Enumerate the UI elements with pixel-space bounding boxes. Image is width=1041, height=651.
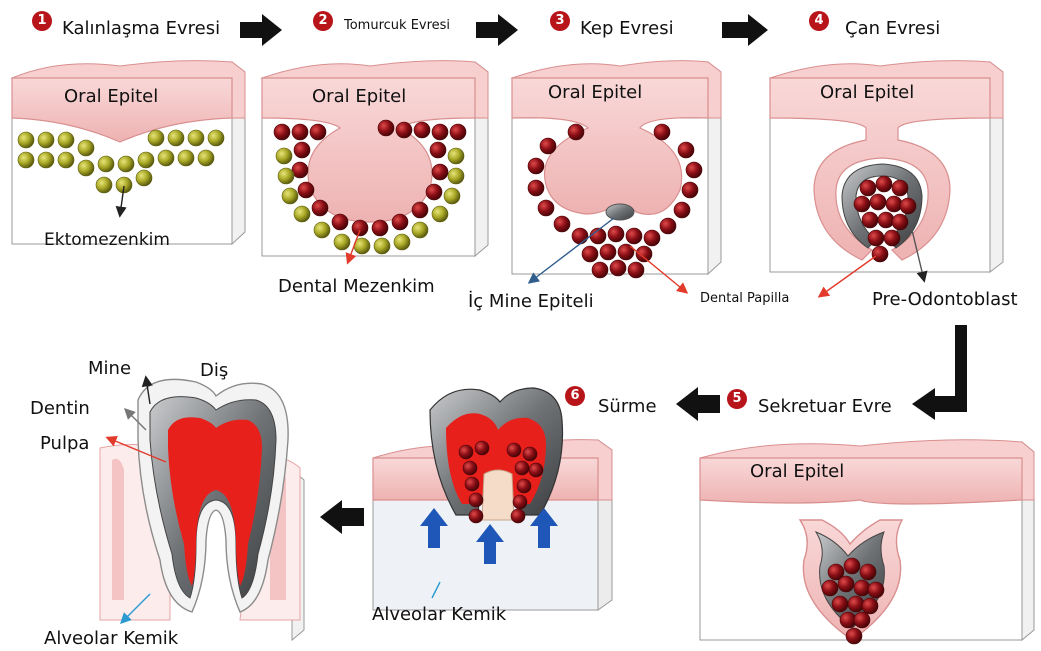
dentin-label: Dentin (30, 398, 90, 419)
stage-arrow-5-6 (676, 387, 720, 421)
pre-odontoblast-label: Pre-Odontoblast (872, 289, 1018, 310)
stage-4-oral-epitel-label: Oral Epitel (820, 82, 914, 103)
stage-arrow-3-4 (722, 14, 768, 46)
stage-1-oral-epitel-label: Oral Epitel (64, 86, 158, 107)
stage-3-oral-epitel-label: Oral Epitel (548, 82, 642, 103)
stage-arrow-2-3 (476, 14, 518, 46)
stage-1-title: Kalınlaşma Evresi (62, 18, 220, 39)
stage-6-block (373, 388, 612, 610)
mine-label: Mine (88, 358, 131, 379)
stage-2-badge: 2 (313, 11, 333, 31)
stage-4-title: Çan Evresi (845, 18, 940, 39)
ektomezenkim-label: Ektomezenkim (44, 230, 170, 250)
stage-4-badge: 4 (809, 11, 829, 31)
alveolar-kemik-label-6: Alveolar Kemik (372, 604, 506, 625)
erupted-tooth-block (100, 378, 304, 640)
stage-5-oral-epitel-label: Oral Epitel (750, 461, 844, 482)
stage-3-title: Kep Evresi (580, 18, 674, 39)
stage-6-badge: 6 (565, 386, 585, 406)
ic-mine-epiteli-label: İç Mine Epiteli (468, 291, 594, 312)
stage-5-title: Sekretuar Evre (758, 396, 892, 417)
stage-2-title: Tomurcuk Evresi (344, 18, 450, 33)
pulpa-label: Pulpa (40, 433, 89, 454)
dental-papilla-label: Dental Papilla (700, 291, 789, 306)
dental-mezenkim-label: Dental Mezenkim (278, 276, 435, 297)
stage-2-oral-epitel-label: Oral Epitel (312, 86, 406, 107)
stage-6-title: Sürme (598, 396, 657, 417)
alveolar-kemik-label-7: Alveolar Kemik (44, 628, 178, 649)
stage-arrow-4-5-corner (912, 325, 967, 420)
stage-5-badge: 5 (727, 389, 747, 409)
stage-arrow-6-7 (320, 500, 364, 534)
dis-label: Diş (200, 360, 228, 381)
stage-1-badge: 1 (32, 11, 52, 31)
stage-3-badge: 3 (550, 11, 570, 31)
stage-arrow-1-2 (240, 14, 282, 46)
